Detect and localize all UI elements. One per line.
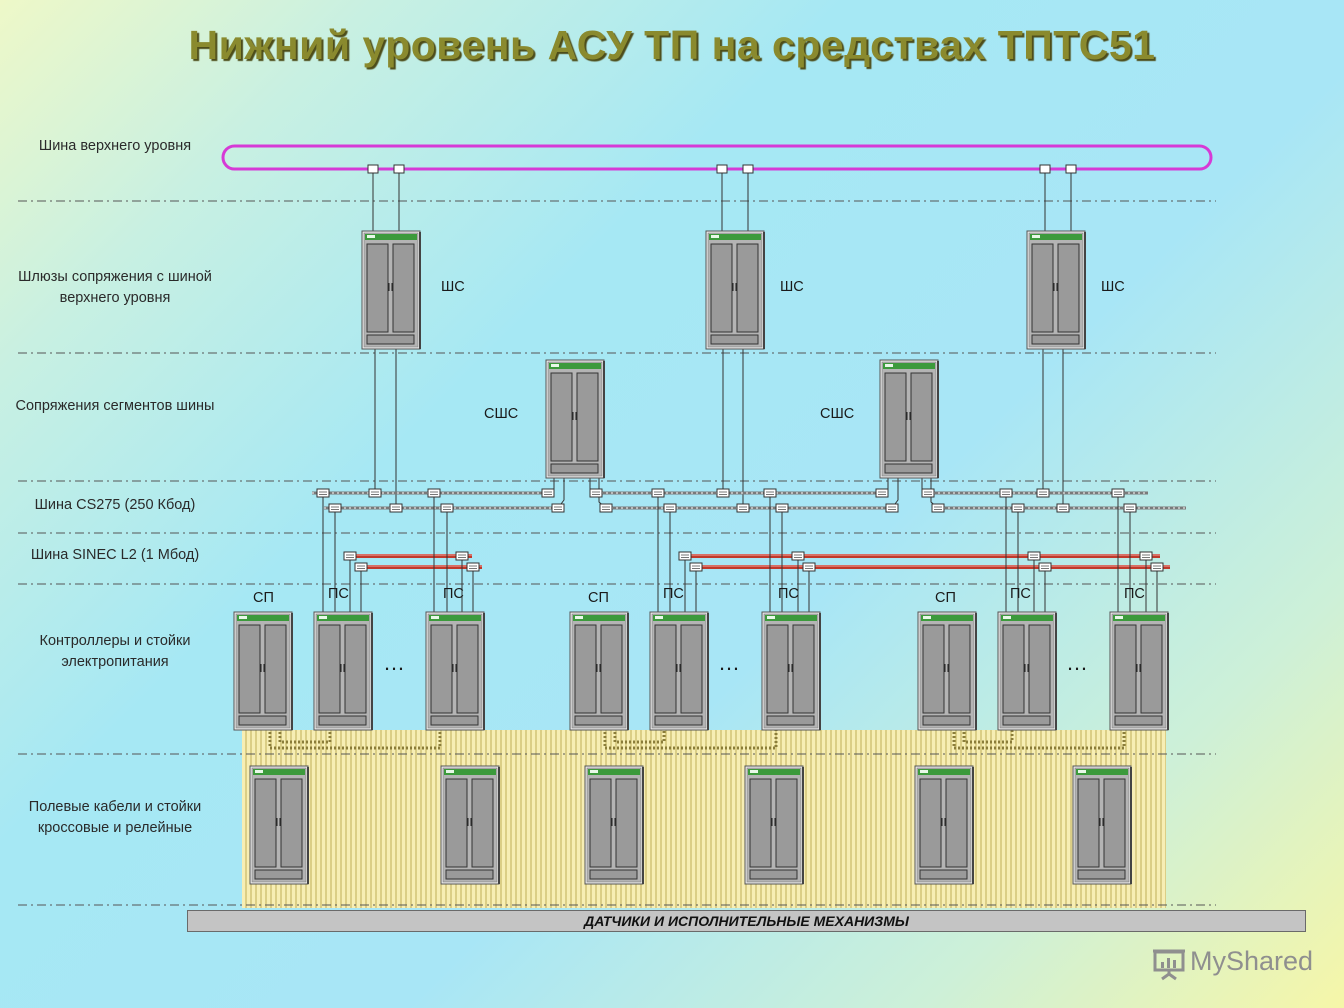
level-label-upper-bus: Шина верхнего уровня bbox=[38, 138, 192, 154]
power-tag-3: СП bbox=[935, 590, 956, 606]
field-cable-routing bbox=[268, 728, 1126, 750]
level-label-gateways: Шлюзы сопряжения с шиной верхнего уровня bbox=[18, 269, 212, 306]
controller-cabinet-2 bbox=[425, 611, 485, 731]
ellipsis-group-3: … bbox=[1066, 650, 1091, 675]
power-tag-1: СП bbox=[253, 590, 274, 606]
gateway-downlinks bbox=[374, 349, 1064, 508]
controller-tag-6: ПС bbox=[1124, 586, 1145, 602]
level-label-field: Полевые кабели и стойки кроссовые и реле… bbox=[28, 799, 202, 836]
controller-tag-2: ПС bbox=[443, 586, 464, 602]
segment-tag-2: СШС bbox=[820, 406, 855, 422]
gateway-tag-1: ШС bbox=[441, 279, 465, 295]
cross-cabinet-2 bbox=[440, 765, 500, 885]
controller-cabinet-5 bbox=[997, 611, 1057, 731]
segment-coupler-cabinet-1 bbox=[545, 359, 605, 479]
level-label-segment-couplers: Сопряжения сегментов шины bbox=[15, 398, 215, 414]
sinec-l2-bus bbox=[345, 554, 1170, 569]
brand-name: MyShared bbox=[1190, 946, 1314, 976]
gateway-cabinet-3 bbox=[1026, 230, 1086, 350]
power-cabinet-1 bbox=[233, 611, 293, 731]
controller-uplinks bbox=[322, 493, 1158, 614]
controller-cabinet-4 bbox=[761, 611, 821, 731]
brand-logo: MyShared bbox=[1150, 944, 1320, 984]
cross-cabinet-6 bbox=[1072, 765, 1132, 885]
gateway-uplinks bbox=[372, 170, 1072, 232]
controller-cabinet-3 bbox=[649, 611, 709, 731]
ellipsis-group-1: … bbox=[383, 650, 408, 675]
power-cabinet-3 bbox=[917, 611, 977, 731]
controller-tag-1: ПС bbox=[328, 586, 349, 602]
ellipsis-group-2: … bbox=[718, 650, 743, 675]
controller-cabinet-1 bbox=[313, 611, 373, 731]
cross-cabinet-3 bbox=[584, 765, 644, 885]
cross-cabinet-5 bbox=[914, 765, 974, 885]
controller-tag-3: ПС bbox=[663, 586, 684, 602]
cross-cabinet-4 bbox=[744, 765, 804, 885]
controller-tag-5: ПС bbox=[1010, 586, 1031, 602]
controller-cabinet-6 bbox=[1109, 611, 1169, 731]
gateway-tag-2: ШС bbox=[780, 279, 804, 295]
power-tag-2: СП bbox=[588, 590, 609, 606]
bus-connectors bbox=[316, 488, 1164, 572]
level-label-cs275: Шина CS275 (250 Кбод) bbox=[34, 497, 196, 513]
gateway-tag-3: ШС bbox=[1101, 279, 1125, 295]
gateway-cabinet-2 bbox=[705, 230, 765, 350]
level-label-controllers: Контроллеры и стойки электропитания bbox=[39, 633, 191, 670]
segment-coupler-cabinet-2 bbox=[879, 359, 939, 479]
field-cable-area bbox=[242, 730, 1166, 908]
power-cabinet-2 bbox=[569, 611, 629, 731]
segment-tag-1: СШС bbox=[484, 406, 519, 422]
page-title: Нижний уровень АСУ ТП на средствах ТПТС5… bbox=[188, 22, 1156, 68]
level-label-sinec-l2: Шина SINEC L2 (1 Мбод) bbox=[30, 547, 200, 563]
cross-cabinet-1 bbox=[249, 765, 309, 885]
controller-tag-4: ПС bbox=[778, 586, 799, 602]
sensors-actuators-bar: ДАТЧИКИ И ИСПОЛНИТЕЛЬНЫЕ МЕХАНИЗМЫ bbox=[187, 910, 1306, 932]
gateway-cabinet-1 bbox=[361, 230, 421, 350]
presentation-icon bbox=[1153, 949, 1185, 981]
upper-bus-taps bbox=[367, 164, 1077, 174]
